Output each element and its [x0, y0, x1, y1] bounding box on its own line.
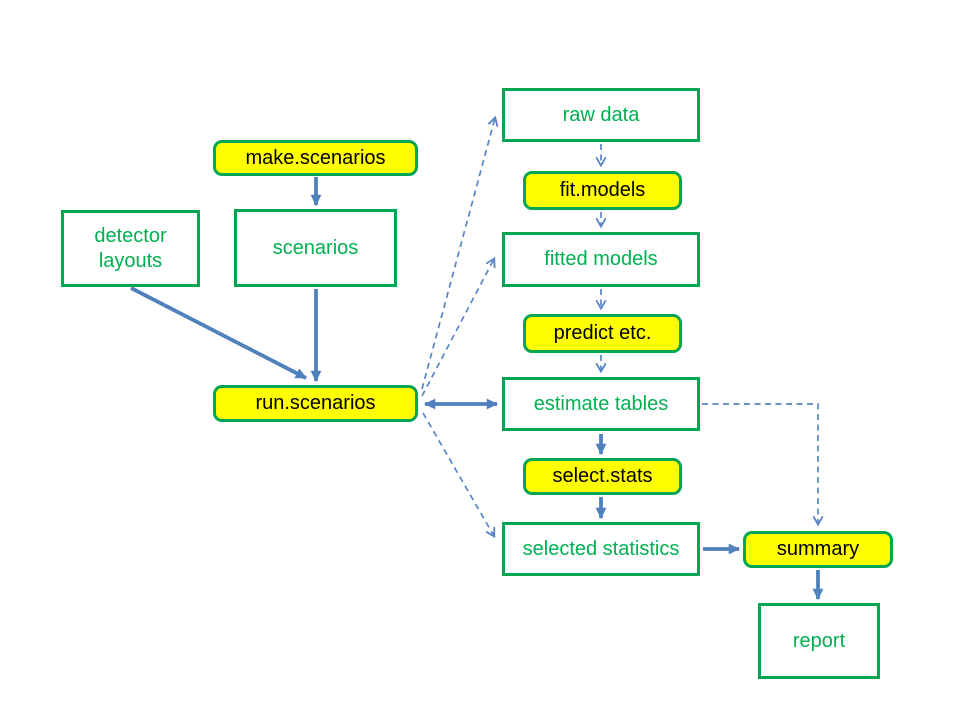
box-detector-layouts: detector layouts [61, 210, 200, 287]
box-estimate-tables-label: estimate tables [533, 392, 669, 415]
box-scenarios-label: scenarios [272, 236, 359, 259]
box-raw-data-label: raw data [562, 103, 640, 126]
box-selected-statistics-label: selected statistics [522, 537, 680, 560]
box-report: report [758, 603, 880, 679]
box-run-scenarios: run.scenarios [213, 385, 418, 422]
box-summary-label: summary [776, 538, 860, 560]
box-summary: summary [743, 531, 893, 568]
box-fit-models-label: fit.models [559, 179, 646, 201]
box-predict-etc: predict etc. [523, 314, 682, 353]
box-fitted-models-label: fitted models [544, 248, 658, 270]
box-predict-etc-label: predict etc. [553, 322, 652, 344]
box-run-scenarios-label: run.scenarios [255, 392, 376, 414]
dashed-arrow-run-scenarios-to-raw-data [421, 115, 499, 390]
box-report-label: report [792, 629, 846, 652]
arrow-detector-layouts-to-run-scenarios [130, 286, 307, 380]
box-selected-statistics: selected statistics [502, 522, 700, 576]
dashed-arrow-run-scenarios-to-selected-statistics [422, 412, 496, 539]
box-fit-models: fit.models [523, 171, 682, 210]
dashed-arrow-estimate-tables-to-summary [702, 403, 824, 527]
box-select-stats-label: select.stats [552, 465, 653, 487]
box-scenarios: scenarios [234, 209, 397, 287]
box-raw-data: raw data [502, 88, 700, 142]
box-make-scenarios: make.scenarios [213, 140, 418, 176]
box-select-stats: select.stats [523, 458, 682, 495]
box-fitted-models: fitted models [502, 232, 700, 287]
box-make-scenarios-label: make.scenarios [245, 146, 386, 169]
box-detector-layouts-label: detector layouts [94, 224, 167, 272]
box-estimate-tables: estimate tables [502, 377, 700, 431]
dashed-arrow-run-scenarios-to-fitted-models [421, 256, 496, 397]
